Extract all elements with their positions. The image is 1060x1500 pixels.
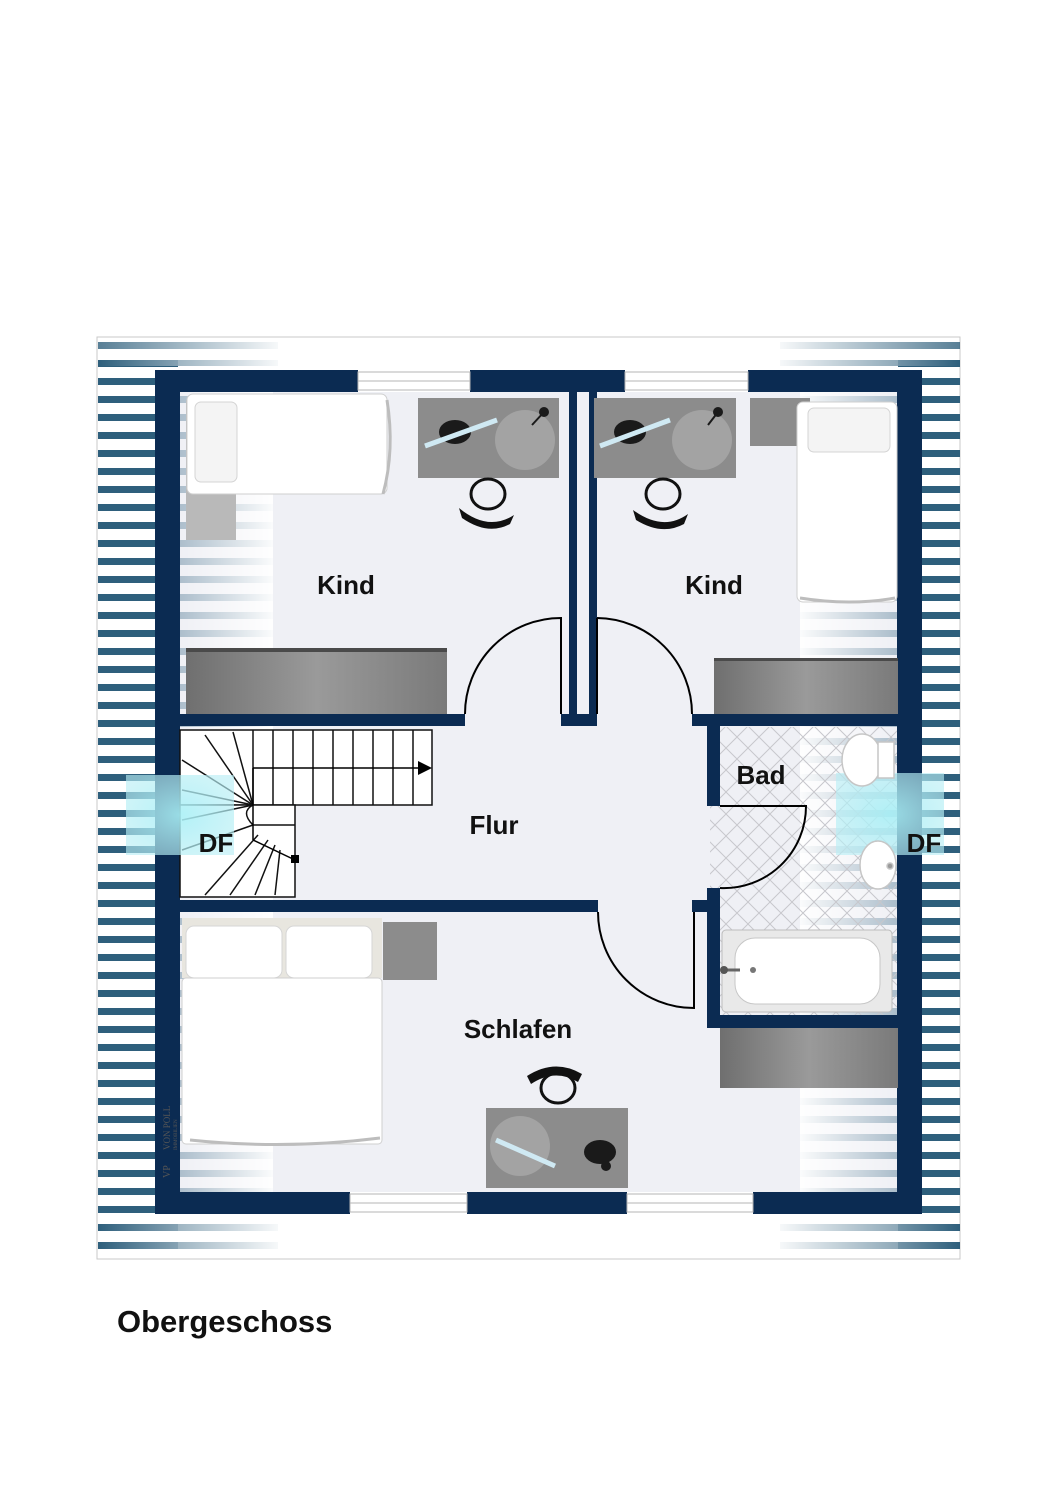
room-label-bad: Bad — [736, 760, 785, 790]
door-swing-icon — [464, 616, 808, 1010]
sink-icon — [859, 840, 897, 890]
bathtub-icon — [720, 929, 893, 1013]
toilet-icon — [841, 733, 895, 787]
logo-subtext: IMMOBILIEN — [174, 1119, 179, 1150]
desk-icon — [486, 1108, 628, 1188]
skylight-icon — [836, 773, 944, 855]
bed-icon — [181, 918, 383, 1147]
skylight-label-right: DF — [907, 828, 942, 858]
bed-icon — [750, 398, 898, 604]
nightstand — [383, 922, 437, 980]
logo-text: VON POLL — [162, 1106, 172, 1150]
skylight-icon — [126, 775, 234, 855]
room-label-kind-right: Kind — [685, 570, 743, 600]
desk-icon — [418, 398, 559, 478]
wardrobe-icon — [186, 650, 447, 714]
interior-walls — [178, 392, 898, 1028]
room-label-flur: Flur — [469, 810, 518, 840]
brand-logo: VON POLL IMMOBILIEN VP — [162, 1106, 179, 1178]
office-chair-icon — [527, 1066, 582, 1105]
logo-initials: VP — [162, 1165, 173, 1178]
roof-slope-bottom — [98, 1216, 960, 1254]
floor-caption: Obergeschoss — [117, 1304, 333, 1339]
wardrobe-icon — [714, 660, 898, 714]
outer-walls — [155, 370, 922, 1214]
bed-icon — [186, 393, 392, 540]
office-chair-icon — [633, 477, 688, 530]
desk-icon — [594, 398, 736, 478]
room-label-schlafen: Schlafen — [464, 1014, 572, 1044]
skylight-label-left: DF — [199, 828, 234, 858]
office-chair-icon — [459, 477, 514, 529]
roof-slope-top — [98, 340, 960, 366]
wardrobe-icon — [720, 1028, 898, 1088]
room-label-kind-left: Kind — [317, 570, 375, 600]
